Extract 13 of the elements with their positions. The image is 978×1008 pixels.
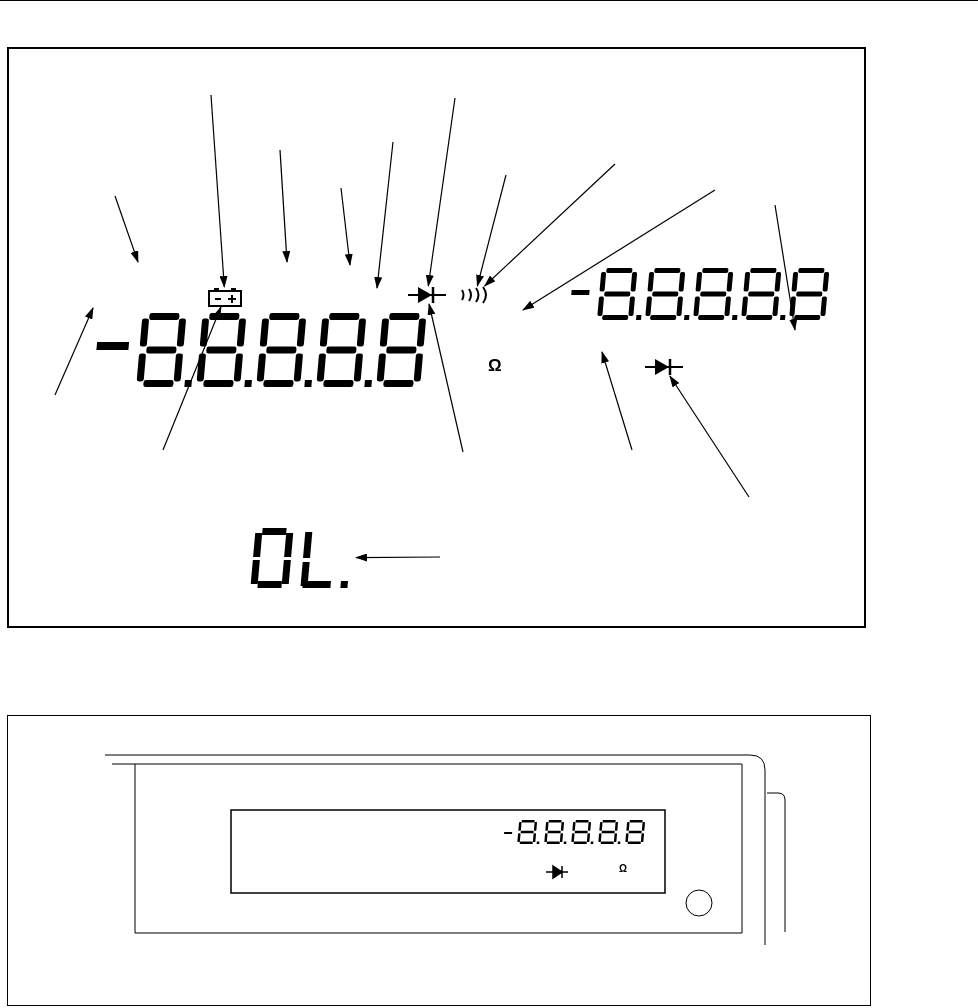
leader-line: [355, 553, 441, 562]
leader-line: [427, 303, 464, 453]
leader-line: [476, 174, 507, 287]
battery-icon: [207, 287, 243, 307]
ohm-symbol: Ω: [488, 357, 502, 374]
leader-line: [669, 375, 750, 498]
diode-icon: [643, 358, 685, 376]
leader-line: [483, 163, 616, 287]
diode-icon: [406, 286, 448, 304]
leader-line: [425, 97, 456, 287]
ohm-symbol: Ω: [619, 864, 628, 874]
leader-line: [162, 306, 222, 451]
leader-line: [210, 94, 228, 288]
